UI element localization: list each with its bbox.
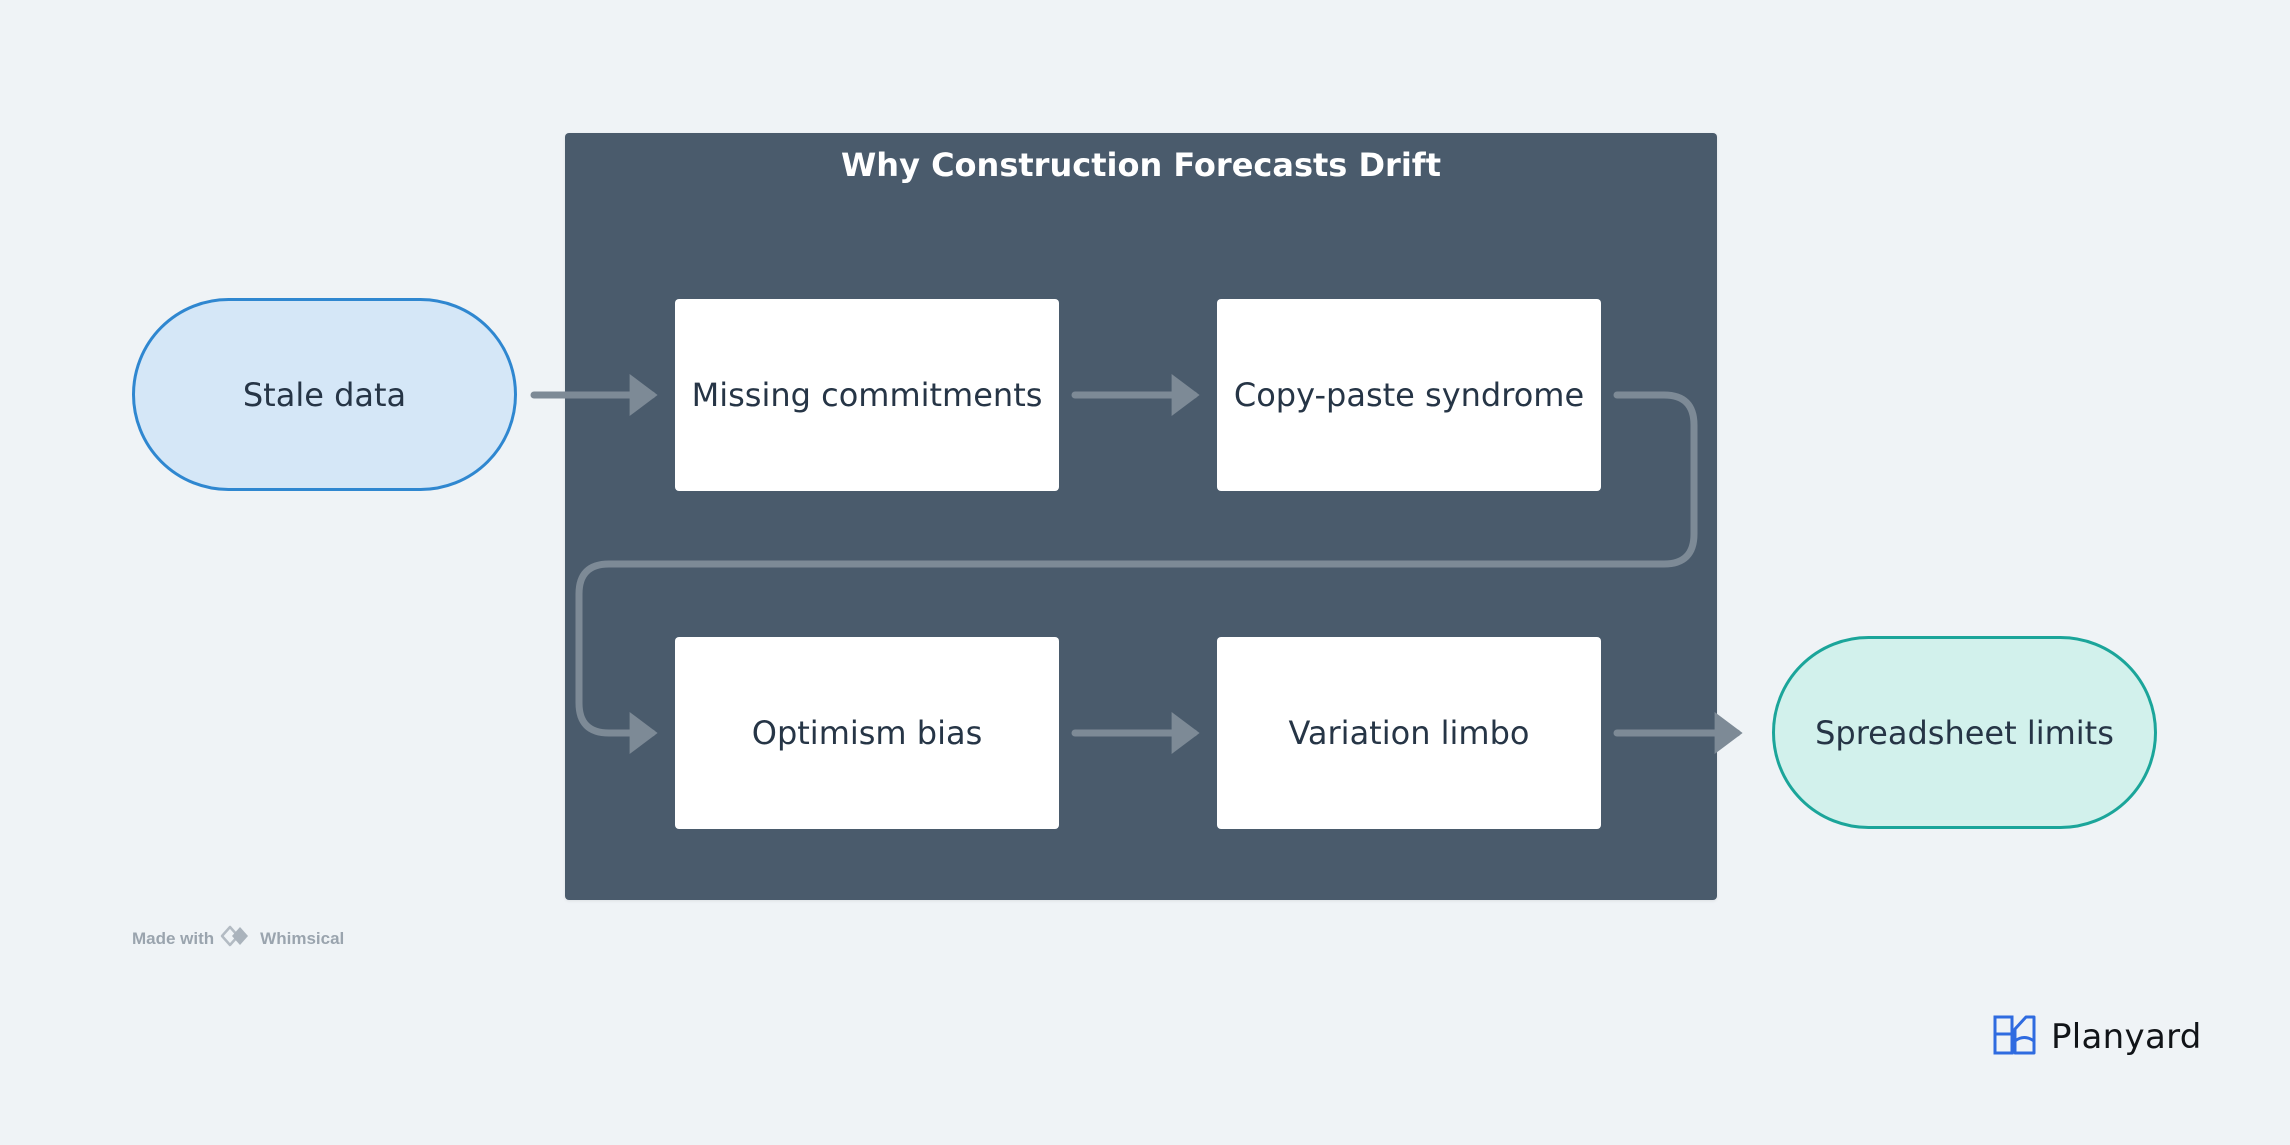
process-group-title: Why Construction Forecasts Drift [840,146,1442,184]
step-missing-commitments: Missing commitments [675,299,1059,491]
step-label: Variation limbo [1288,714,1530,752]
step-label: Missing commitments [691,376,1043,414]
planyard-logo-name: Planyard [2051,1017,2202,1057]
step-label: Copy-paste syndrome [1233,376,1585,414]
made-with-whimsical-credit[interactable]: Made with Whimsical [132,925,344,952]
step-copy-paste-syndrome: Copy-paste syndrome [1217,299,1601,491]
start-node: Stale data [132,298,517,491]
planyard-logo-icon [1993,1014,2037,1060]
planyard-logo: Planyard [1993,1014,2202,1060]
step-label: Optimism bias [751,714,983,752]
whimsical-logo-icon [220,925,254,952]
step-optimism-bias: Optimism bias [675,637,1059,829]
end-node-label: Spreadsheet limits [1815,713,2114,752]
credit-prefix: Made with [132,928,215,948]
step-variation-limbo: Variation limbo [1217,637,1601,829]
credit-brand: Whimsical [260,928,345,948]
start-node-label: Stale data [242,375,407,414]
end-node: Spreadsheet limits [1772,636,2157,829]
process-group-title-area: Why Construction Forecasts Drift [565,0,1717,184]
